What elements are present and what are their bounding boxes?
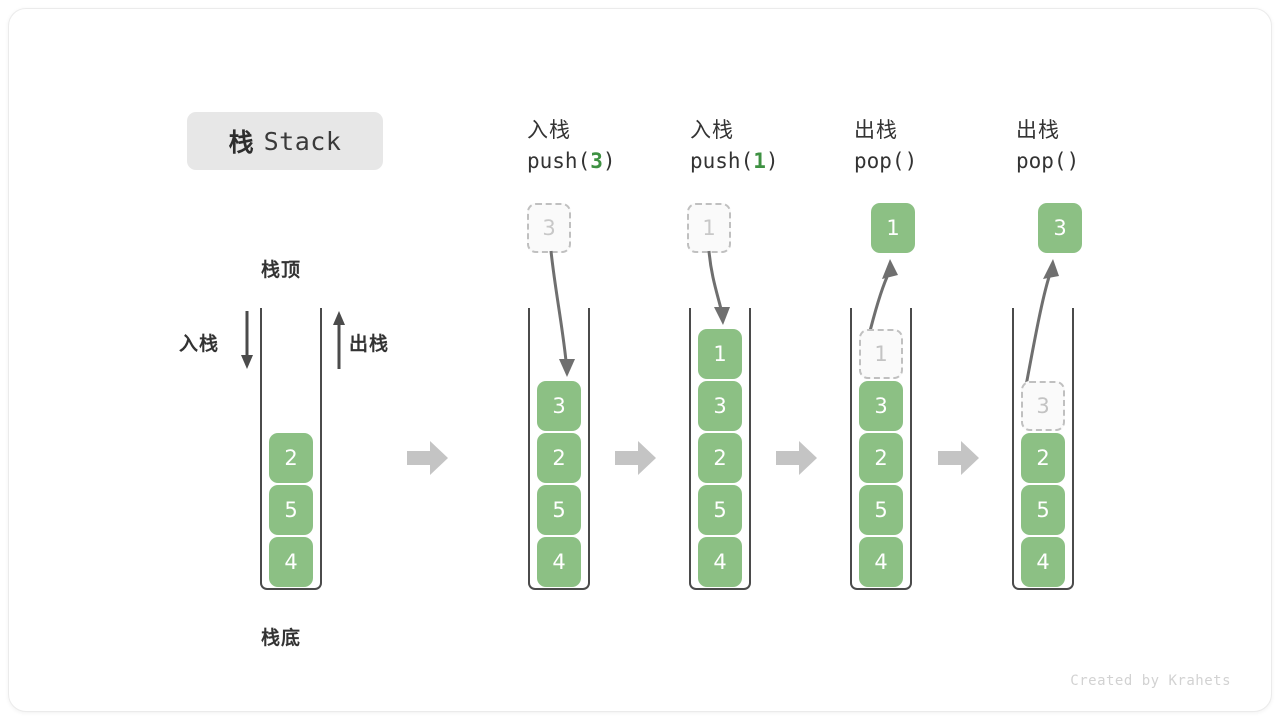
push-direction-label: 入栈 [179, 333, 220, 355]
stack-initial: 4 5 2 [260, 308, 322, 590]
stack-cell: 4 [537, 537, 581, 587]
popped-element: 3 [1038, 203, 1082, 253]
stack-cell: 5 [698, 485, 742, 535]
popped-element: 1 [871, 203, 915, 253]
stack-cell: 5 [1021, 485, 1065, 535]
push-curve-arrow-icon [529, 249, 599, 384]
push-curve-arrow-icon [691, 249, 751, 331]
op-code-arg: 3 [590, 149, 603, 173]
stack-cell: 4 [1021, 537, 1065, 587]
op-label-cn: 入栈 [690, 118, 734, 142]
flow-arrow-icon [615, 439, 657, 477]
op-code-prefix: push( [527, 149, 591, 173]
stack-cell-removed-ghost: 3 [1021, 381, 1065, 431]
stack-cell: 3 [537, 381, 581, 431]
op-label-code: pop() [854, 145, 1024, 177]
stack-cell: 2 [269, 433, 313, 483]
diagram-canvas: 栈 Stack 4 5 2 栈顶 栈底 入栈 出栈 [8, 8, 1272, 712]
op-code-suffix: ) [765, 149, 779, 173]
op-code-arg: 1 [753, 149, 766, 173]
stack-top-label: 栈顶 [261, 259, 302, 281]
op-label-code: push(3) [527, 145, 697, 177]
op-label-cn: 出栈 [1016, 118, 1060, 142]
stack-cell: 5 [859, 485, 903, 535]
stack-container-outline [1012, 308, 1074, 590]
op-label-code: pop() [1016, 145, 1186, 177]
stack-cell: 3 [859, 381, 903, 431]
stack-bottom-label: 栈底 [261, 627, 302, 649]
stack-cell: 1 [698, 329, 742, 379]
stack-cells-pop-3: 4 5 2 3 [1012, 379, 1074, 587]
flow-arrow-icon [938, 439, 980, 477]
op-code-prefix: push( [690, 149, 754, 173]
stack-cell: 2 [698, 433, 742, 483]
op-header-push-1: 入栈 push(1) [690, 115, 860, 177]
stack-push-1: 4 5 2 3 1 [689, 308, 751, 590]
stack-cell: 2 [859, 433, 903, 483]
page-title-badge: 栈 Stack [187, 112, 383, 170]
op-header-push-3: 入栈 push(3) [527, 115, 697, 177]
stack-cell: 5 [537, 485, 581, 535]
stack-container-outline [850, 308, 912, 590]
op-label-cn: 出栈 [854, 118, 898, 142]
op-code-prefix: pop( [1016, 149, 1067, 173]
push-direction-arrow-icon [237, 309, 257, 371]
op-code-suffix: ) [1066, 149, 1080, 173]
pop-direction-arrow-icon [329, 309, 349, 371]
stack-pop-1: 4 5 2 3 1 [850, 308, 912, 590]
stack-cells-pop-1: 4 5 2 3 1 [850, 327, 912, 587]
title-cn: 栈 [228, 128, 255, 157]
op-code-suffix: ) [602, 149, 616, 173]
op-label-cn: 入栈 [527, 118, 571, 142]
footer-credit: Created by Krahets [1070, 673, 1231, 689]
op-header-pop-3: 出栈 pop() [1016, 115, 1186, 177]
flow-arrow-icon [407, 439, 449, 477]
op-code-prefix: pop( [854, 149, 905, 173]
stack-cells-initial: 4 5 2 [260, 431, 322, 587]
title-en: Stack [263, 126, 342, 156]
stack-cell: 2 [1021, 433, 1065, 483]
stack-cell-removed-ghost: 1 [859, 329, 903, 379]
stack-push-3: 4 5 2 3 [528, 308, 590, 590]
incoming-element-ghost: 3 [527, 203, 571, 253]
op-header-pop-1: 出栈 pop() [854, 115, 1024, 177]
pop-curve-arrow-icon [1009, 253, 1079, 395]
stack-container-outline [528, 308, 590, 590]
stack-container-outline [689, 308, 751, 590]
op-code-suffix: ) [904, 149, 918, 173]
flow-arrow-icon [776, 439, 818, 477]
pop-direction-label: 出栈 [349, 333, 390, 355]
op-label-code: push(1) [690, 145, 860, 177]
stack-cell: 4 [269, 537, 313, 587]
stack-cells-push-1: 4 5 2 3 1 [689, 327, 751, 587]
stack-container-outline [260, 308, 322, 590]
stack-cell: 4 [698, 537, 742, 587]
stack-cell: 5 [269, 485, 313, 535]
stack-cell: 3 [698, 381, 742, 431]
incoming-element-ghost: 1 [687, 203, 731, 253]
stack-cell: 4 [859, 537, 903, 587]
stack-pop-3: 4 5 2 3 [1012, 308, 1074, 590]
stack-cell: 2 [537, 433, 581, 483]
stack-cells-push-3: 4 5 2 3 [528, 379, 590, 587]
